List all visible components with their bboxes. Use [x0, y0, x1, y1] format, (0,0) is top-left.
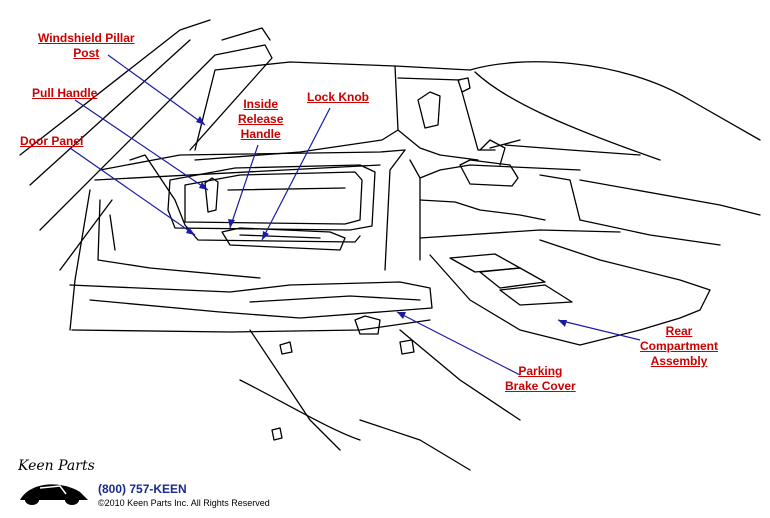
label-rear-line3: Assembly	[650, 354, 708, 368]
label-lock-knob[interactable]: Lock Knob	[307, 90, 369, 105]
label-inside-line1: Inside	[243, 97, 279, 111]
leader-pull-handle	[74, 99, 209, 191]
leader-parking-brake	[396, 311, 521, 376]
footer-phone[interactable]: (800) 757-KEEN	[98, 482, 187, 496]
leader-rear-compartment	[557, 319, 641, 341]
leader-door-panel	[69, 147, 196, 236]
arrow-inside-release	[228, 219, 235, 228]
arrow-pull-handle	[199, 182, 208, 190]
label-pull-handle[interactable]: Pull Handle	[32, 86, 97, 101]
leader-lines	[69, 54, 641, 376]
arrow-lock-knob	[262, 231, 269, 240]
keen-parts-logo: Keen Parts	[17, 458, 95, 505]
leader-arrowheads	[186, 116, 567, 327]
arrow-rear-compartment	[558, 320, 567, 327]
label-rear-line1: Rear	[665, 324, 693, 338]
label-parking-line2: Brake Cover	[505, 379, 576, 393]
label-parking-line1: Parking	[518, 364, 563, 378]
label-inside-line2: Release	[238, 112, 284, 126]
label-windshield-pillar-line2: Post	[73, 46, 100, 60]
arrow-door-panel	[186, 227, 195, 235]
label-windshield-pillar-line1: Windshield Pillar	[38, 31, 135, 45]
label-parking-brake-cover[interactable]: Parking Brake Cover	[505, 364, 576, 394]
label-inside-line3: Handle	[240, 127, 281, 141]
footer-copyright: ©2010 Keen Parts Inc. All Rights Reserve…	[98, 498, 270, 508]
arrow-parking-brake	[397, 312, 406, 319]
leader-inside-release	[229, 144, 259, 229]
label-door-panel[interactable]: Door Panel	[20, 134, 83, 149]
label-windshield-pillar-post[interactable]: Windshield Pillar Post	[38, 31, 135, 61]
label-lock-knob-text: Lock Knob	[307, 90, 369, 104]
svg-text:Keen Parts: Keen Parts	[17, 458, 95, 474]
label-inside-release-handle[interactable]: Inside Release Handle	[238, 97, 283, 142]
label-pull-handle-text: Pull Handle	[32, 86, 98, 100]
leader-lock-knob	[261, 107, 331, 241]
leader-windshield-pillar	[107, 54, 206, 126]
label-rear-compartment-assembly[interactable]: Rear Compartment Assembly	[640, 324, 718, 369]
arrow-windshield-pillar	[196, 116, 205, 125]
label-rear-line2: Compartment	[640, 339, 719, 353]
line-art	[19, 19, 761, 471]
label-door-panel-text: Door Panel	[20, 134, 84, 148]
